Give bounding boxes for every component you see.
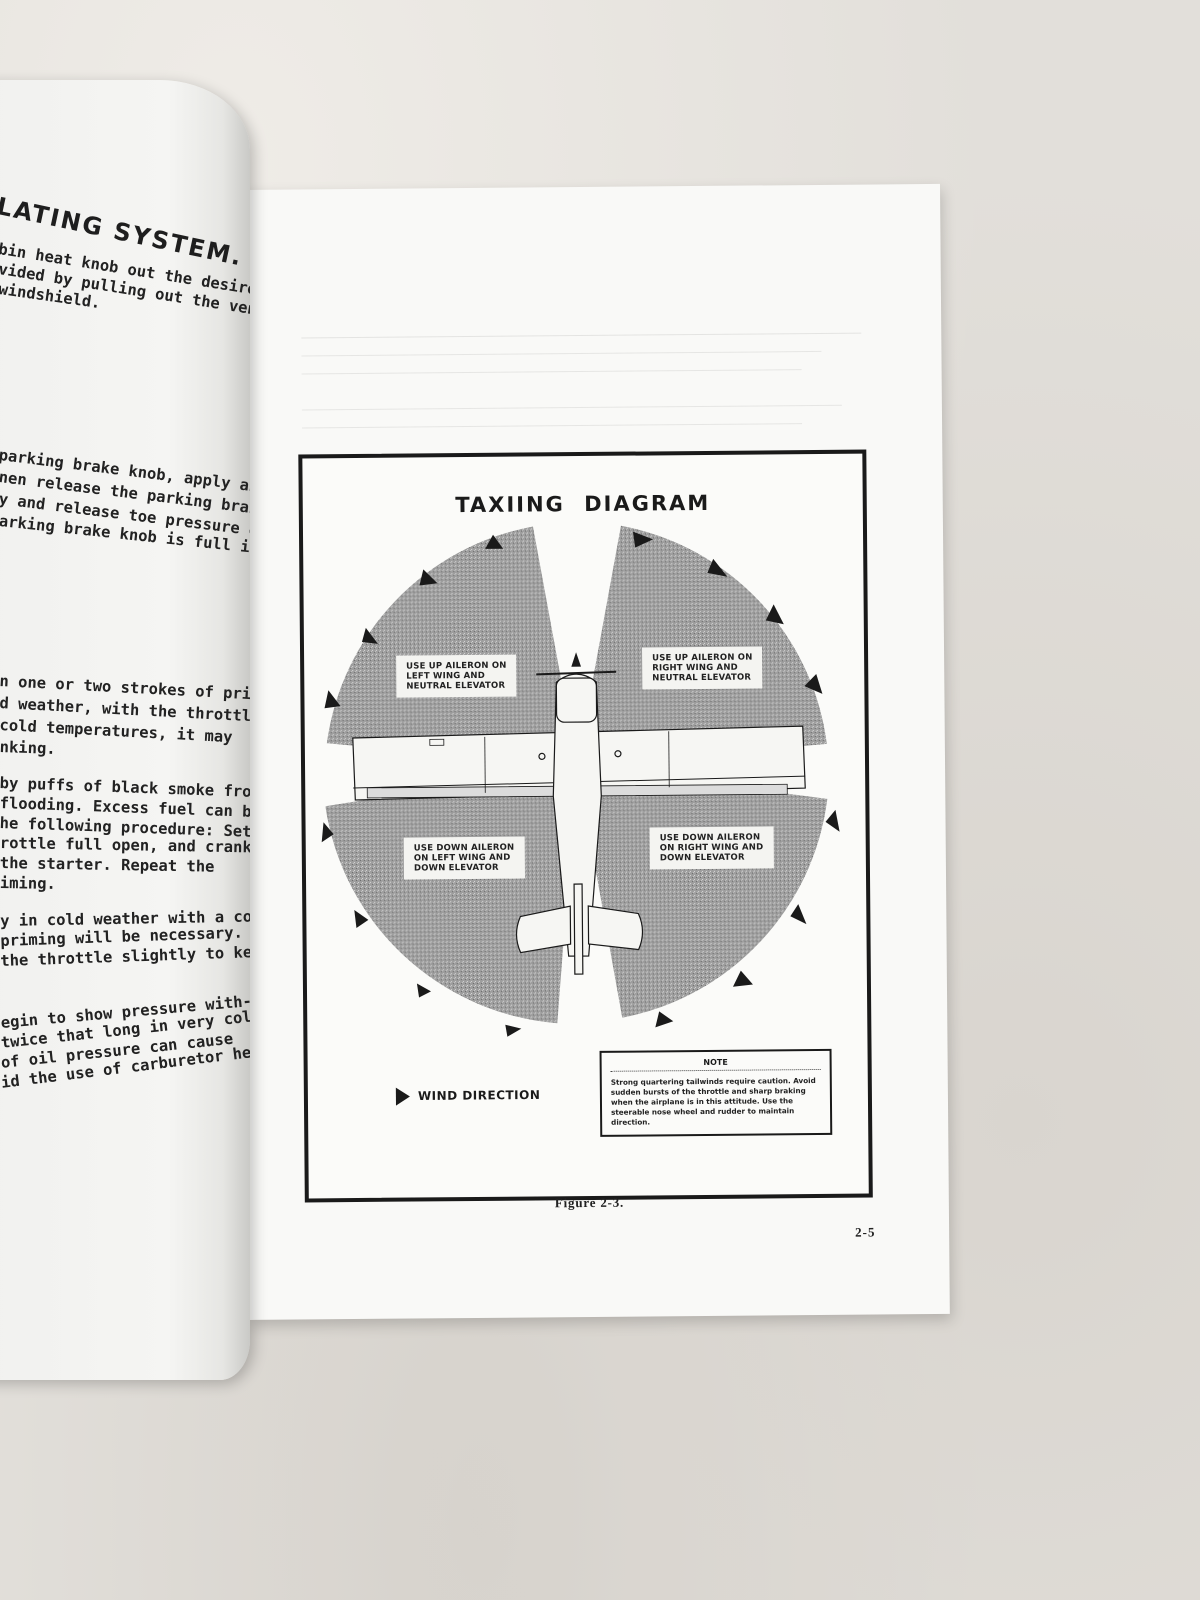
label-upper-left: USE UP AILERON ON LEFT WING AND NEUTRAL …: [396, 654, 517, 698]
left-page: LATING SYSTEM. bin heat knob out the des…: [0, 80, 250, 1380]
sector-upper-left: [326, 526, 578, 767]
left-page-text: LATING SYSTEM. bin heat knob out the des…: [0, 80, 250, 1380]
label-lower-left: USE DOWN AILERON ON LEFT WING AND DOWN E…: [403, 836, 525, 880]
wind-arrow-11: [416, 983, 432, 998]
text-line: iming.: [0, 874, 56, 893]
wind-arrow-2: [632, 531, 654, 548]
wind-arrow-9: [655, 1011, 674, 1028]
propeller: [536, 670, 617, 676]
wind-arrow-1: [485, 534, 504, 549]
wind-arrow-icon: [395, 1087, 410, 1106]
wind-direction-label: WIND DIRECTION: [417, 1087, 541, 1103]
figure-caption: Figure 2-3.: [554, 1194, 625, 1211]
wind-arrow-3: [707, 558, 728, 577]
airplane-top-view: [352, 652, 806, 975]
sector-lower-left: [325, 766, 578, 1024]
cowling: [555, 677, 598, 723]
sector-upper-right: [577, 525, 827, 767]
note-box: NOTE Strong quartering tailwinds require…: [599, 1048, 833, 1137]
diagram-illustration: [321, 525, 840, 1037]
wind-arrows: [321, 531, 840, 1037]
wind-arrow-8: [732, 970, 753, 987]
wind-direction-legend: WIND DIRECTION: [395, 1086, 541, 1106]
wind-arrow-14: [324, 690, 341, 709]
label-lower-right: USE DOWN AILERON ON RIGHT WING AND DOWN …: [649, 826, 774, 870]
wind-arrow-7: [790, 904, 807, 925]
note-title: NOTE: [610, 1056, 821, 1072]
taxiing-diagram: TAXIING DIAGRAM: [298, 449, 873, 1203]
text-line: the starter. Repeat the: [0, 854, 215, 876]
wind-arrow-10: [505, 1024, 522, 1037]
wind-arrow-15: [361, 627, 378, 644]
wind-arrow-12: [354, 910, 369, 929]
note-text: Strong quartering tailwinds require caut…: [610, 1076, 816, 1127]
text-line: rottle full open, and crank: [0, 834, 250, 857]
vertical-fin: [573, 883, 584, 975]
sector-lower-right: [577, 766, 828, 1018]
wind-arrow-5: [804, 673, 823, 694]
wind-arrow-4: [765, 604, 784, 625]
text-line: nking.: [0, 738, 56, 758]
wind-arrow-16: [419, 569, 438, 586]
right-page: ​ TAXIING DIAGRAM: [240, 183, 950, 1320]
wind-arrow-13: [321, 822, 334, 843]
horizontal-stabilizer: [515, 905, 572, 954]
wind-arrow-6: [825, 809, 840, 832]
page-number: 2-5: [855, 1224, 876, 1240]
label-upper-right: USE UP AILERON ON RIGHT WING AND NEUTRAL…: [642, 646, 763, 690]
